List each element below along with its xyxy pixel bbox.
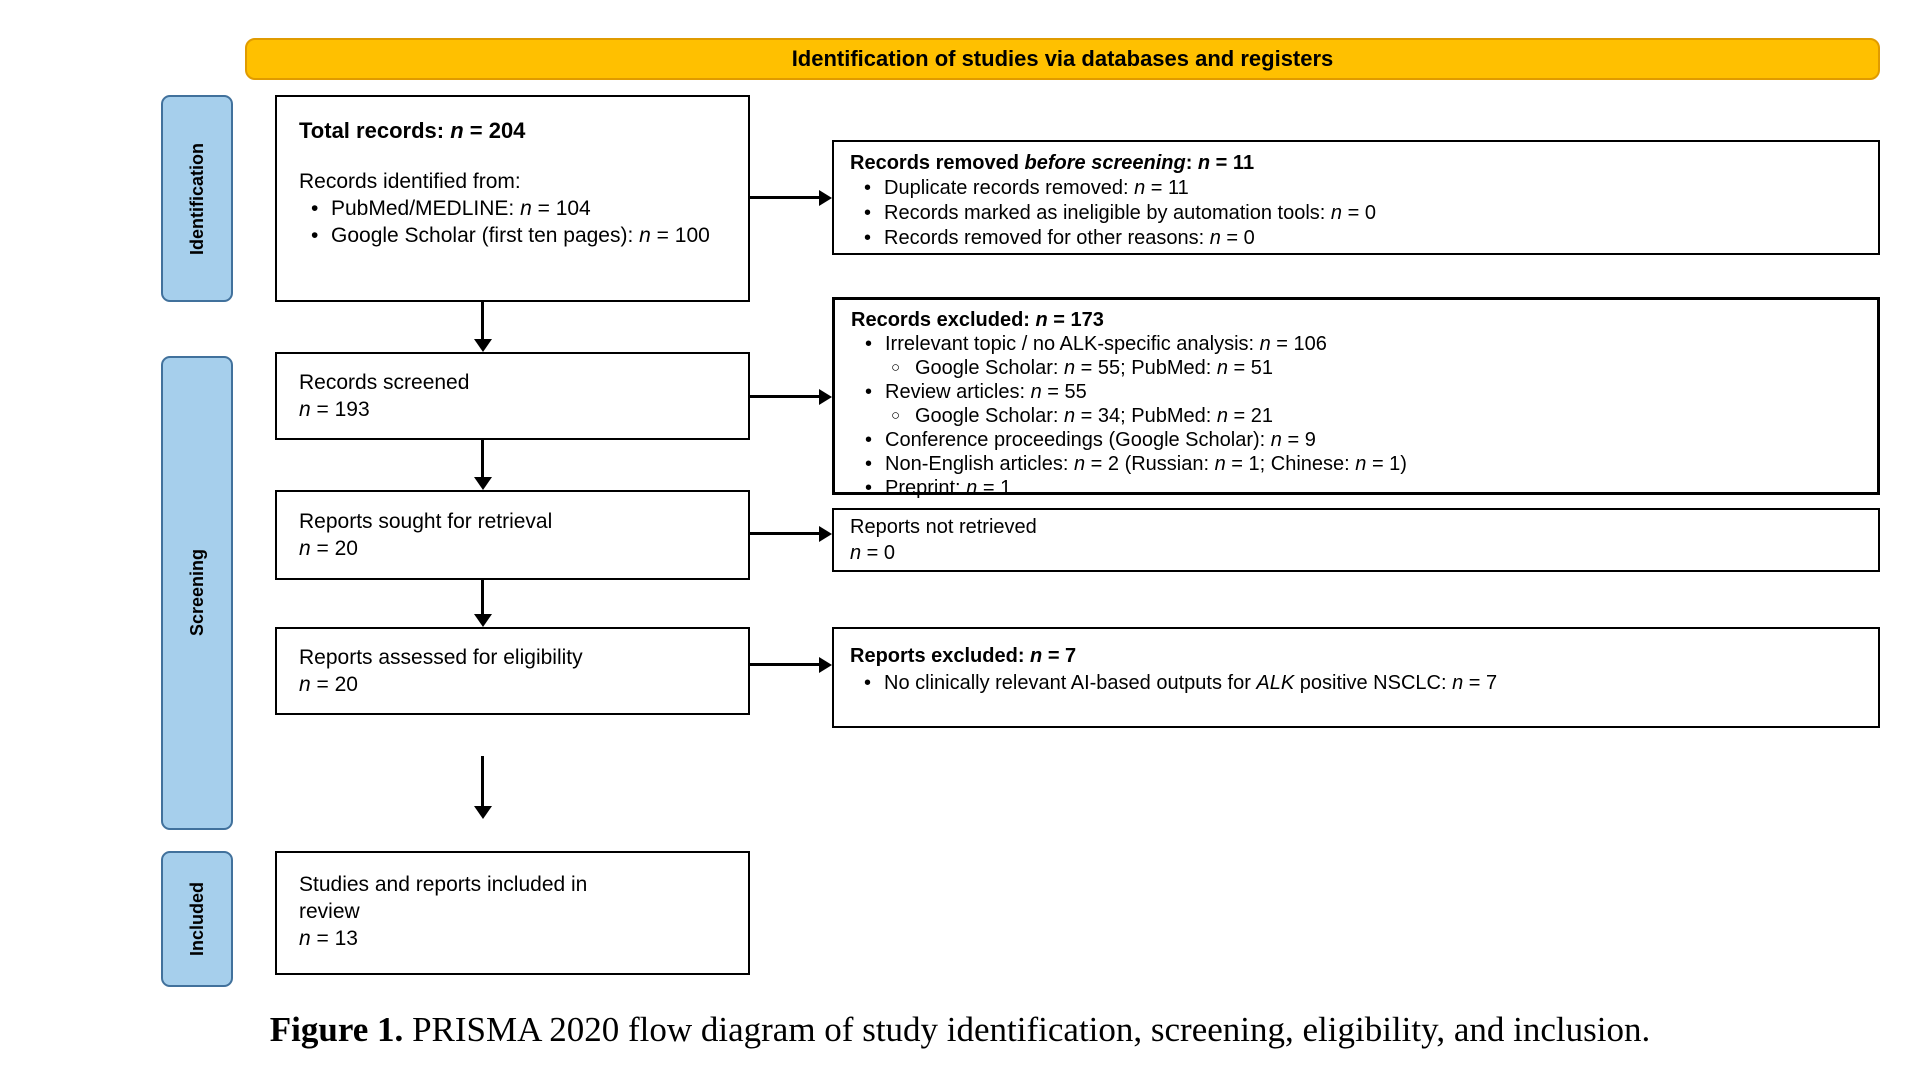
box-records-excluded: Records excluded: n = 173 Irrelevant top…	[832, 297, 1880, 500]
arrow-sought-to-notretrieved	[750, 532, 819, 535]
stage-label-screening-text: Screening	[186, 549, 207, 637]
stage-label-included-text: Included	[186, 881, 207, 956]
stage-label-included: Included	[161, 851, 233, 987]
records-excluded-sub-irrelevant-sources: Google Scholar: n = 55; PubMed: n = 51	[851, 356, 1861, 380]
total-records-bullet-scholar: Google Scholar (first ten pages): n = 10…	[299, 222, 726, 249]
figure-caption-text: PRISMA 2020 flow diagram of study identi…	[412, 1010, 1651, 1049]
reports-assessed-label: Reports assessed for eligibility	[299, 646, 583, 669]
box-total-records: Total records: n = 204 Records identifie…	[275, 95, 750, 302]
box-reports-sought: Reports sought for retrieval n = 20	[275, 490, 750, 580]
records-excluded-bullet-preprint: Preprint: n = 1	[851, 476, 1861, 500]
records-excluded-bullet-irrelevant: Irrelevant topic / no ALK-specific analy…	[851, 332, 1861, 356]
arrow-assessed-to-included	[481, 756, 484, 806]
box-reports-assessed: Reports assessed for eligibility n = 20	[275, 627, 750, 715]
records-excluded-sub-reviews-sources: Google Scholar: n = 34; PubMed: n = 21	[851, 404, 1861, 428]
stage-label-identification: Identification	[161, 95, 233, 302]
arrow-total-to-screened	[481, 302, 484, 339]
total-records-title: Total records: n = 204	[299, 118, 526, 143]
figure-caption: Figure 1. PRISMA 2020 flow diagram of st…	[0, 1010, 1920, 1050]
reports-not-retrieved-label: Reports not retrieved	[850, 516, 1037, 538]
records-screened-label: Records screened	[299, 371, 470, 394]
arrow-screened-to-excluded	[750, 395, 819, 398]
arrow-screened-to-sought	[481, 440, 484, 477]
stage-label-identification-text: Identification	[186, 142, 207, 255]
box-reports-excluded: Reports excluded: n = 7 No clinically re…	[832, 627, 1880, 728]
records-removed-title: Records removed before screening: n = 11	[850, 152, 1255, 174]
box-reports-not-retrieved: Reports not retrieved n = 0	[832, 508, 1880, 572]
banner-title: Identification of studies via databases …	[791, 46, 1334, 71]
stage-label-screening: Screening	[161, 356, 233, 830]
arrow-total-to-removed	[750, 196, 819, 199]
reports-assessed-count: n = 20	[299, 673, 358, 696]
total-records-intro: Records identified from:	[299, 170, 521, 193]
records-removed-bullet-duplicates: Duplicate records removed: n = 11	[850, 176, 1862, 201]
figure-caption-label: Figure 1.	[269, 1010, 404, 1049]
box-records-removed-before-screening: Records removed before screening: n = 11…	[832, 140, 1880, 255]
total-records-bullet-pubmed: PubMed/MEDLINE: n = 104	[299, 195, 726, 222]
included-in-review-count: n = 13	[299, 927, 358, 950]
records-excluded-title: Records excluded: n = 173	[851, 309, 1104, 331]
included-in-review-label: Studies and reports included in review	[299, 873, 588, 923]
records-removed-bullet-automation: Records marked as ineligible by automati…	[850, 201, 1862, 226]
reports-excluded-title: Reports excluded: n = 7	[850, 645, 1077, 667]
reports-not-retrieved-count: n = 0	[850, 542, 896, 564]
records-excluded-bullet-nonenglish: Non-English articles: n = 2 (Russian: n …	[851, 452, 1861, 476]
records-excluded-bullet-reviews: Review articles: n = 55	[851, 380, 1861, 404]
reports-excluded-bullet-no-ai-outputs: No clinically relevant AI-based outputs …	[850, 670, 1862, 697]
records-screened-count: n = 193	[299, 398, 370, 421]
arrow-sought-to-assessed	[481, 580, 484, 614]
reports-sought-count: n = 20	[299, 537, 358, 560]
box-included-in-review: Studies and reports included in review n…	[275, 851, 750, 975]
records-removed-bullet-other: Records removed for other reasons: n = 0	[850, 226, 1862, 251]
box-records-screened: Records screened n = 193	[275, 352, 750, 440]
reports-sought-label: Reports sought for retrieval	[299, 510, 553, 533]
arrow-assessed-to-reportsexcluded	[750, 663, 819, 666]
records-excluded-bullet-conference: Conference proceedings (Google Scholar):…	[851, 428, 1861, 452]
banner: Identification of studies via databases …	[245, 38, 1880, 80]
